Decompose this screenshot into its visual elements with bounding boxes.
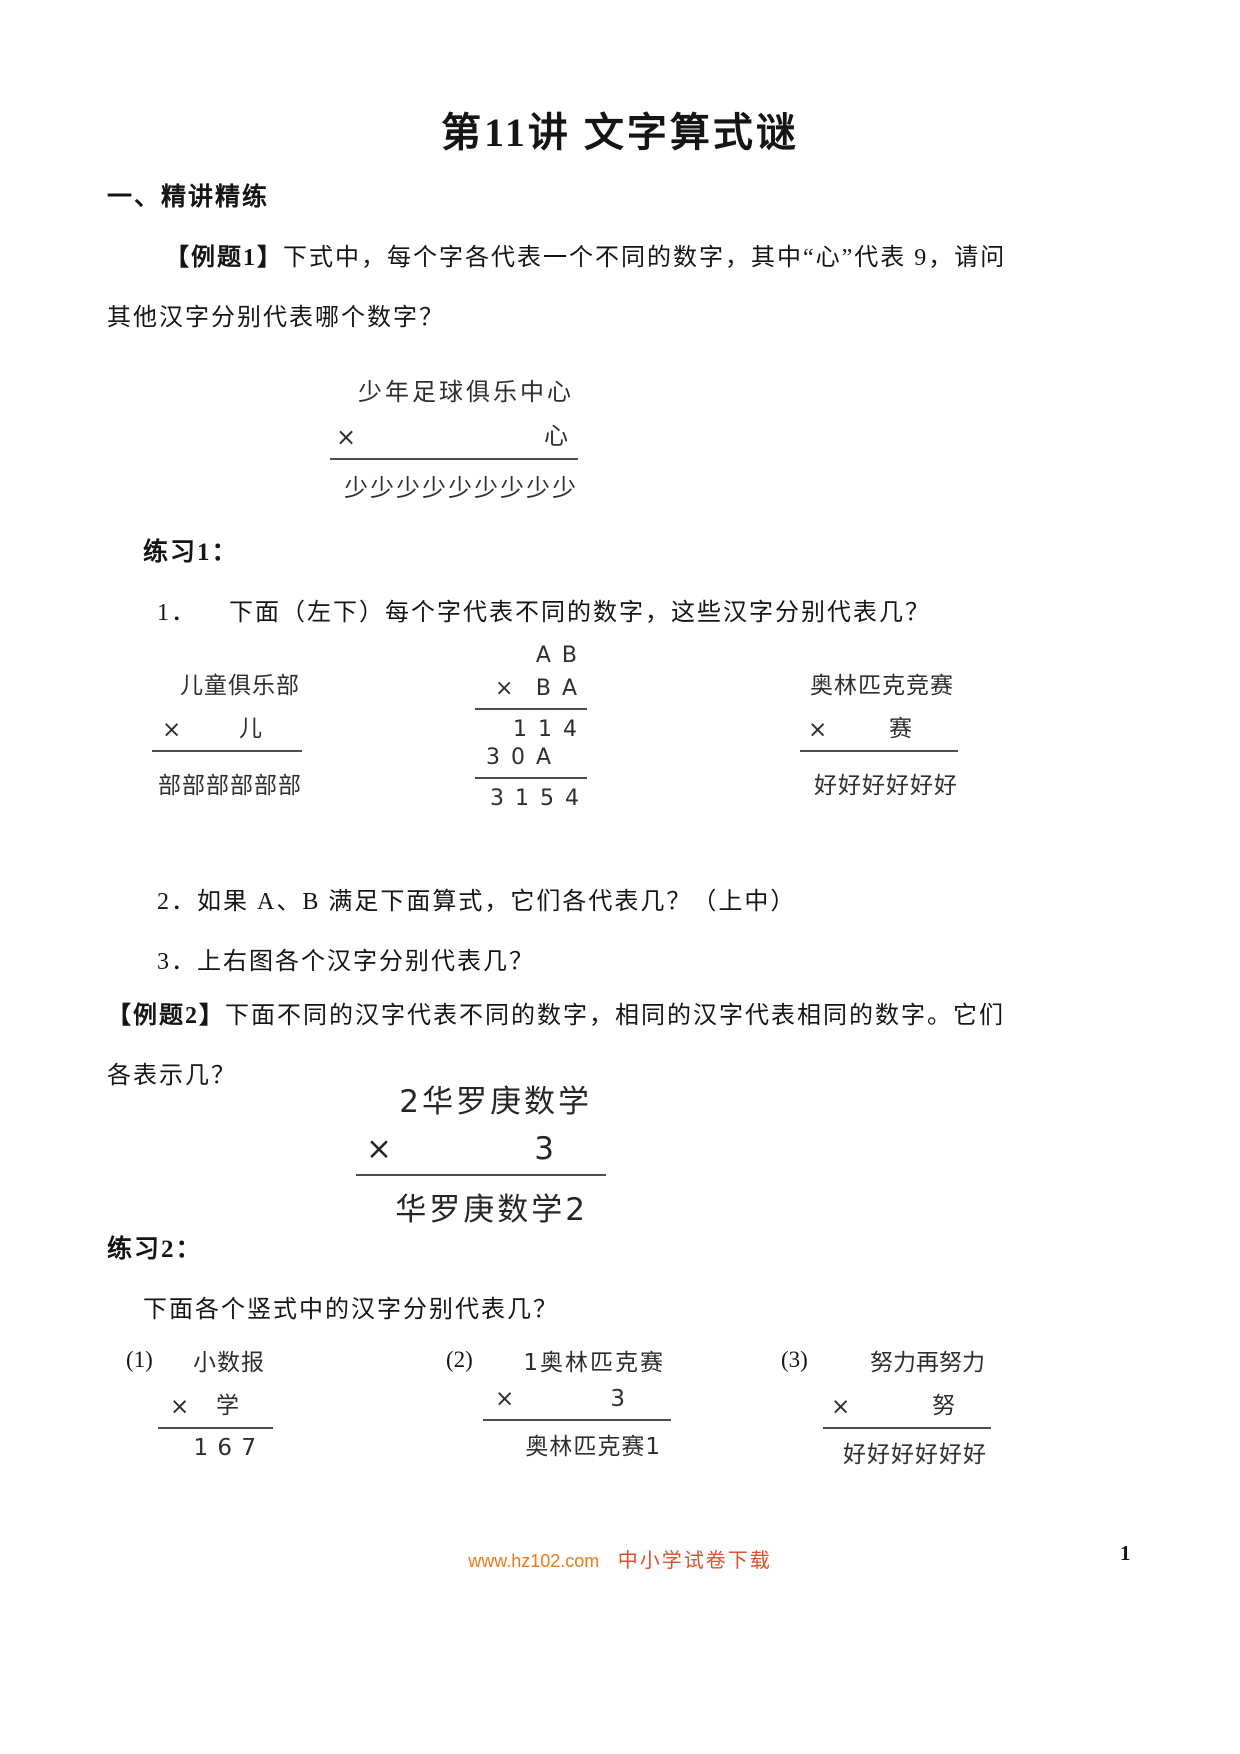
- footer-url[interactable]: www.hz102.com: [468, 1551, 600, 1571]
- puzzle-multiplier: 赛: [889, 716, 912, 742]
- practice1-puzzle-left: 儿童俱乐部 × 儿 部部部部部部: [152, 666, 302, 800]
- puzzle-multiplicand: 儿童俱乐部: [180, 673, 300, 699]
- puzzle-multiplicand: 1奥林匹克赛: [523, 1350, 665, 1376]
- puzzle-product: 部部部部部部: [158, 773, 302, 799]
- puzzle-product: 3 1 5 4: [490, 786, 581, 811]
- puzzle-product: 少少少少少少少少少: [344, 474, 578, 502]
- practice1-puzzle-right: 奥林匹克竞赛 × 赛 好好好好好好: [800, 666, 958, 800]
- puzzle-multiplier: 3: [610, 1386, 625, 1412]
- puzzle-multiplicand: 2华罗庚数学: [399, 1084, 592, 1120]
- example2-line1: 【例题2】下面不同的汉字代表不同的数字，相同的汉字代表相同的数字。它们: [107, 995, 1005, 1030]
- practice1-item3: 3．上右图各个汉字分别代表几？: [157, 949, 535, 975]
- multiply-sign: ×: [366, 1131, 392, 1167]
- practice2-puzzle3-label: (3): [781, 1347, 808, 1372]
- puzzle-multiplier-row: × 3: [356, 1129, 606, 1176]
- example2-line2: 各表示几？: [107, 1063, 237, 1089]
- puzzle-product: 好好好好好好: [843, 1442, 987, 1468]
- practice2-puzzle-3: 努力再努力 × 努 好好好好好好: [823, 1343, 991, 1469]
- page-number: 1: [1120, 1541, 1131, 1565]
- example1-line1-text: 下式中，每个字各代表一个不同的数字，其中“心”代表 9，请问: [283, 245, 1007, 271]
- footer-label: 中小学试卷下载: [617, 1550, 772, 1572]
- page-title: 第11讲 文字算式谜: [441, 110, 799, 155]
- page-footer: www.hz102.com 中小学试卷下载: [0, 1544, 1240, 1573]
- practice2-puzzle-2: 1奥林匹克赛 × 3 奥林匹克赛1: [483, 1343, 671, 1461]
- example1-puzzle: 少年足球俱乐中心 × 心 少少少少少少少少少: [330, 372, 578, 503]
- example2-tag: 【例题2】: [107, 1003, 225, 1029]
- puzzle-partial-product-2: 3 0 A: [475, 742, 587, 779]
- practice1-item2: 2．如果 A、B 满足下面算式，它们各代表几？（上中）: [157, 889, 797, 915]
- puzzle-multiplier-row: × B A: [475, 674, 587, 710]
- practice1-item1: 1． 下面（左下）每个字代表不同的数字，这些汉字分别代表几？: [157, 600, 931, 626]
- multiply-sign: ×: [336, 423, 357, 451]
- puzzle-multiplicand: 小数报: [193, 1350, 265, 1376]
- example1-line2: 其他汉字分别代表哪个数字？: [107, 305, 445, 331]
- practice1-puzzle-middle: A B × B A 1 1 4 3 0 A 3 1 5 4: [475, 643, 587, 811]
- puzzle-product: 奥林匹克赛1: [525, 1434, 661, 1460]
- puzzle-multiplicand: A B: [535, 643, 579, 668]
- puzzle-multiplier-row: × 努: [823, 1384, 991, 1429]
- multiply-sign: ×: [162, 717, 182, 743]
- puzzle-multiplier: B A: [535, 676, 579, 701]
- practice2-intro: 下面各个竖式中的汉字分别代表几？: [143, 1297, 559, 1323]
- puzzle-partial-product-1: 1 1 4: [513, 717, 579, 742]
- puzzle-product: 好好好好好好: [814, 773, 958, 799]
- puzzle-multiplier-row: × 学: [158, 1384, 273, 1429]
- puzzle-multiplier: 儿: [239, 716, 262, 742]
- example1-line1: 【例题1】下式中，每个字各代表一个不同的数字，其中“心”代表 9，请问: [165, 237, 1006, 272]
- example2-puzzle: 2华罗庚数学 × 3 华罗庚数学2: [356, 1076, 606, 1229]
- puzzle-product: 华罗庚数学2: [395, 1192, 588, 1228]
- multiply-sign: ×: [831, 1394, 851, 1420]
- puzzle-multiplier: 努: [932, 1393, 955, 1419]
- multiply-sign: ×: [495, 676, 516, 701]
- puzzle-multiplicand: 少年足球俱乐中心: [358, 378, 574, 406]
- puzzle-multiplier-row: × 3: [483, 1384, 671, 1421]
- puzzle-multiplier: 心: [544, 422, 568, 450]
- puzzle-multiplicand: 努力再努力: [870, 1350, 985, 1376]
- puzzle-multiplier: 3: [534, 1131, 554, 1167]
- practice1-heading: 练习1：: [143, 539, 239, 566]
- practice2-puzzle2-label: (2): [446, 1347, 473, 1372]
- puzzle-multiplier-row: × 心: [330, 414, 578, 460]
- example1-tag: 【例题1】: [165, 245, 283, 271]
- practice2-heading: 练习2：: [107, 1236, 203, 1263]
- example2-line1-text: 下面不同的汉字代表不同的数字，相同的汉字代表相同的数字。它们: [225, 1003, 1005, 1029]
- puzzle-multiplicand: 奥林匹克竞赛: [810, 673, 954, 699]
- multiply-sign: ×: [495, 1386, 515, 1412]
- practice2-puzzle1-label: (1): [126, 1347, 153, 1372]
- multiply-sign: ×: [808, 717, 828, 743]
- puzzle-product: 1 6 7: [193, 1435, 257, 1461]
- puzzle-multiplier: 学: [216, 1393, 239, 1419]
- puzzle-multiplier-row: × 儿: [152, 707, 302, 752]
- practice2-puzzle-1: 小数报 × 学 1 6 7: [158, 1343, 273, 1461]
- multiply-sign: ×: [170, 1394, 190, 1420]
- section-heading: 一、精讲精练: [107, 184, 270, 211]
- puzzle-multiplier-row: × 赛: [800, 707, 958, 752]
